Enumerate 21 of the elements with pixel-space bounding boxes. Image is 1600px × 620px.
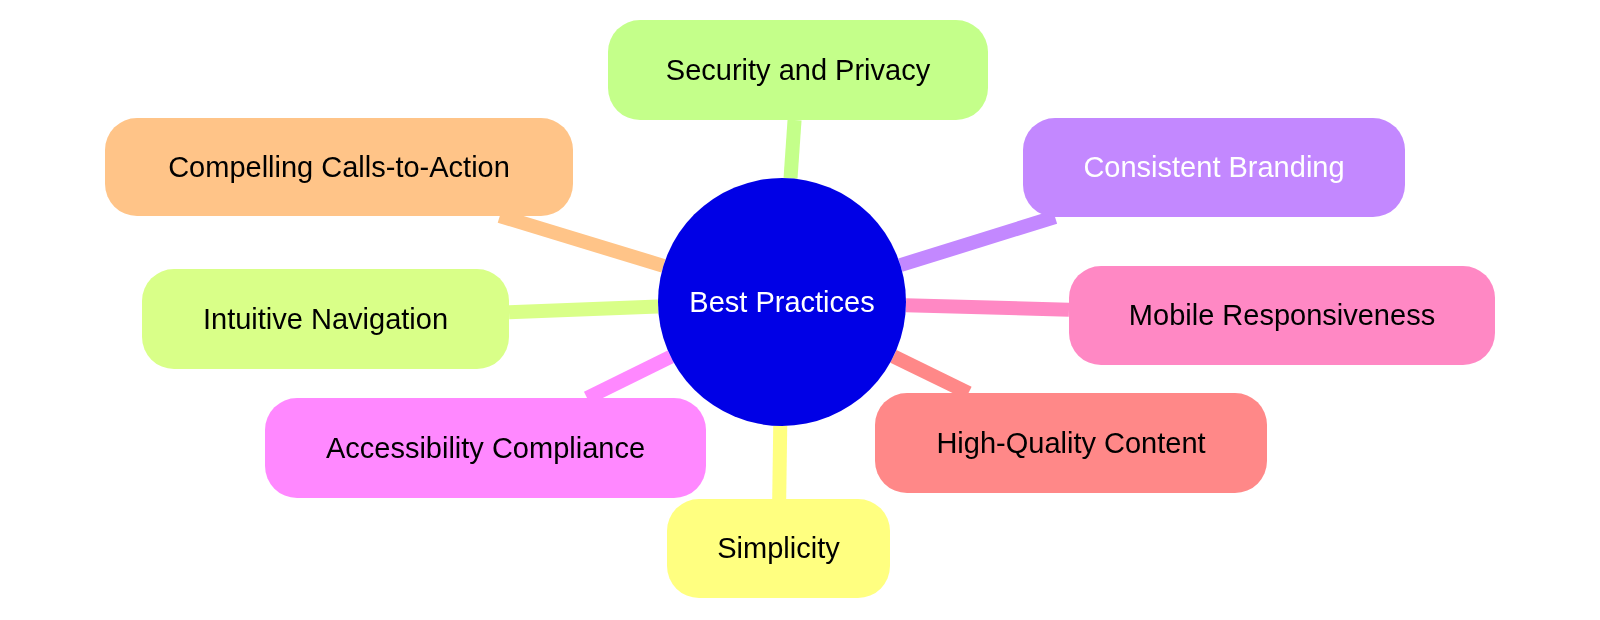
topic-label: Compelling Calls-to-Action — [168, 149, 510, 185]
topic-box — [667, 499, 890, 598]
topic-box — [265, 398, 706, 498]
topic-box — [875, 393, 1267, 493]
topic-label: Intuitive Navigation — [203, 301, 448, 337]
topic-box — [1069, 266, 1495, 365]
connector-line — [772, 425, 788, 500]
connector-line — [905, 298, 1070, 317]
topic-label: Consistent Branding — [1083, 150, 1345, 186]
connector-line — [508, 299, 659, 320]
topic-label: Mobile Responsiveness — [1128, 298, 1436, 334]
topic-label: Simplicity — [717, 531, 840, 567]
connector-line — [783, 119, 802, 179]
topic-box — [105, 118, 573, 216]
topic-box — [1023, 118, 1405, 217]
topic-label: Best Practices — [689, 284, 875, 320]
topic-box — [142, 269, 509, 369]
topic-box — [608, 20, 988, 120]
topic-label: High-Quality Content — [936, 425, 1206, 461]
topic-label: Security and Privacy — [665, 52, 931, 88]
topic-label: Accessibility Compliance — [325, 430, 646, 466]
